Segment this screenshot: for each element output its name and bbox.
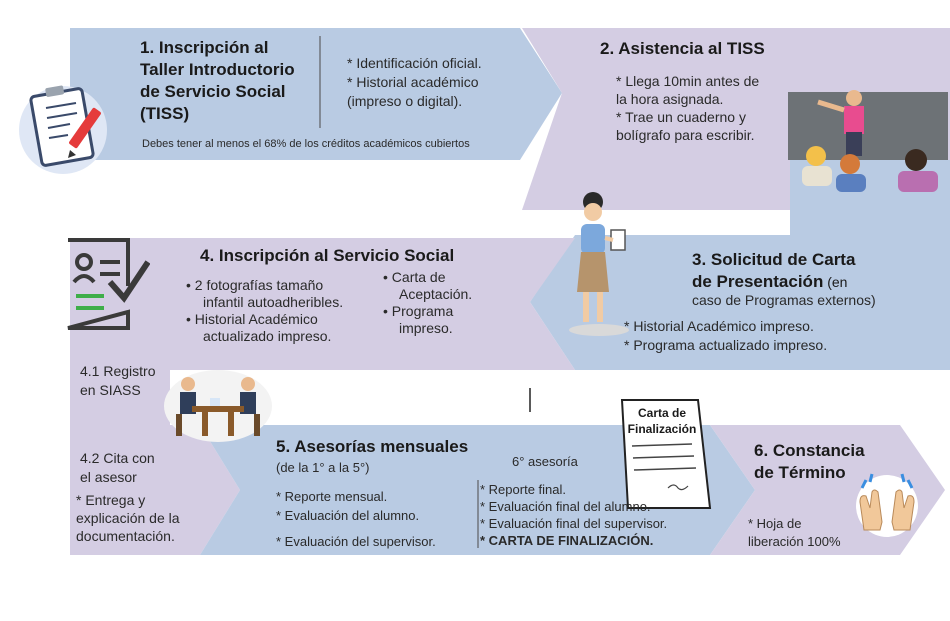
step4-arrow bbox=[70, 238, 575, 370]
step4-left-requirements: • 2 fotografías tamaño infantil autoadhe… bbox=[186, 277, 343, 345]
step5-requirements: * Reporte mensual. * Evaluación del alum… bbox=[276, 487, 436, 551]
step4-2-line: 4.2 Cita con bbox=[80, 450, 155, 466]
step1-title-line: (TISS) bbox=[140, 104, 190, 123]
step3-title-suffix: (en bbox=[823, 274, 848, 290]
meeting-desk-icon bbox=[164, 370, 272, 442]
step4-item: Aceptación. bbox=[399, 286, 473, 302]
step2-item: bolígrafo para escribir. bbox=[616, 127, 755, 143]
step2-arrow bbox=[522, 28, 950, 210]
step4-2-item: documentación. bbox=[76, 528, 175, 544]
step3-arrow bbox=[530, 235, 950, 370]
step2-item: * Trae un cuaderno y bbox=[616, 109, 746, 125]
step2-requirements: * Llega 10min antes de la hora asignada.… bbox=[616, 72, 759, 144]
document-letter-icon bbox=[620, 399, 712, 509]
step5-subtitle: (de la 1° a la 5°) bbox=[276, 460, 370, 475]
document-title-line: Finalización bbox=[627, 422, 697, 436]
step3-subtitle: caso de Programas externos) bbox=[692, 292, 876, 308]
step1-item: * Identificación oficial. bbox=[347, 55, 482, 71]
step4-1-label: 4.1 Registro en SIASS bbox=[80, 362, 155, 400]
step6-item: * Hoja de bbox=[748, 516, 802, 531]
step5-title: 5. Asesorías mensuales bbox=[276, 437, 469, 456]
step3-item: * Historial Académico impreso. bbox=[624, 318, 814, 334]
document-title-line: Carta de bbox=[637, 406, 687, 420]
step4-left-connector bbox=[70, 370, 240, 555]
step1-item: * Historial académico bbox=[347, 74, 479, 90]
step6-requirements: * Hoja de liberación 100% bbox=[748, 515, 841, 551]
step3-title: 3. Solicitud de Carta de Presentación (e… bbox=[692, 249, 855, 293]
step1-arrow bbox=[70, 28, 562, 160]
step2-item: * Llega 10min antes de bbox=[616, 73, 760, 89]
step2-item: la hora asignada. bbox=[616, 91, 724, 107]
step4-2-label: 4.2 Cita con el asesor bbox=[80, 449, 155, 487]
step6-title-line: 6. Constancia bbox=[754, 441, 865, 460]
step4-item: • Historial Académico bbox=[186, 311, 318, 327]
step4-2-line: el asesor bbox=[80, 469, 137, 485]
step3-title-line: de Presentación bbox=[692, 272, 824, 291]
step4-1-line: en SIASS bbox=[80, 382, 141, 398]
step2-title: 2. Asistencia al TISS bbox=[600, 39, 765, 58]
step5-item: * Evaluación del alumno. bbox=[276, 508, 420, 523]
step4-right-requirements: • Carta de Aceptación. • Programa impres… bbox=[383, 269, 472, 337]
step1-item: (impreso o digital). bbox=[347, 93, 463, 109]
step5-sixth-label: 6° asesoría bbox=[512, 454, 578, 469]
step4-2-item: * Entrega y bbox=[76, 492, 146, 508]
step1-requirements: * Identificación oficial. * Historial ac… bbox=[347, 54, 482, 111]
step4-1-line: 4.1 Registro bbox=[80, 363, 156, 379]
step5-sixth-item: * Evaluación final del alumno. bbox=[480, 499, 651, 514]
step5-sixth-requirements: * Reporte final. * Evaluación final del … bbox=[480, 481, 667, 549]
step3-item: * Programa actualizado impreso. bbox=[624, 337, 828, 353]
step6-title-line: de Término bbox=[754, 463, 846, 482]
step5-sixth-bold-item: * CARTA DE FINALIZACIÓN. bbox=[480, 533, 654, 548]
step1-note: Debes tener al menos el 68% de los crédi… bbox=[142, 138, 470, 150]
step4-item: infantil autoadheribles. bbox=[203, 294, 344, 310]
step4-item: actualizado impreso. bbox=[203, 328, 332, 344]
step6-title: 6. Constancia de Término bbox=[754, 440, 865, 484]
step6-item: liberación 100% bbox=[748, 534, 841, 549]
checklist-person-icon bbox=[67, 238, 150, 330]
document-title: Carta de Finalización bbox=[626, 405, 698, 437]
woman-clipboard-icon bbox=[569, 192, 629, 336]
step3-title-line: 3. Solicitud de Carta bbox=[692, 250, 856, 269]
step4-title: 4. Inscripción al Servicio Social bbox=[200, 246, 455, 265]
step4-item: • Carta de bbox=[383, 269, 446, 285]
step4-2-item: explicación de la bbox=[76, 510, 180, 526]
step1-title-line: Taller Introductorio bbox=[140, 60, 295, 79]
step4-item: impreso. bbox=[399, 320, 453, 336]
step5-item: * Reporte mensual. bbox=[276, 489, 388, 504]
step5-sixth-item: * Evaluación final del supervisor. bbox=[480, 516, 668, 531]
step3-requirements: * Historial Académico impreso. * Program… bbox=[624, 317, 827, 355]
step5-item: * Evaluación del supervisor. bbox=[276, 534, 436, 549]
raised-hands-icon bbox=[856, 473, 918, 537]
step5-sixth-item: * Reporte final. bbox=[480, 482, 566, 497]
step4-item: • Programa bbox=[383, 303, 454, 319]
step4-2-requirements: * Entrega y explicación de la documentac… bbox=[76, 491, 180, 545]
step1-title-line: de Servicio Social bbox=[140, 82, 286, 101]
step1-title: 1. Inscripción al Taller Introductorio d… bbox=[140, 37, 295, 125]
step4-item: • 2 fotografías tamaño bbox=[186, 277, 324, 293]
step1-title-line: 1. Inscripción al bbox=[140, 38, 269, 57]
classroom-teacher-icon bbox=[788, 90, 948, 192]
clipboard-pen-icon bbox=[19, 85, 107, 174]
